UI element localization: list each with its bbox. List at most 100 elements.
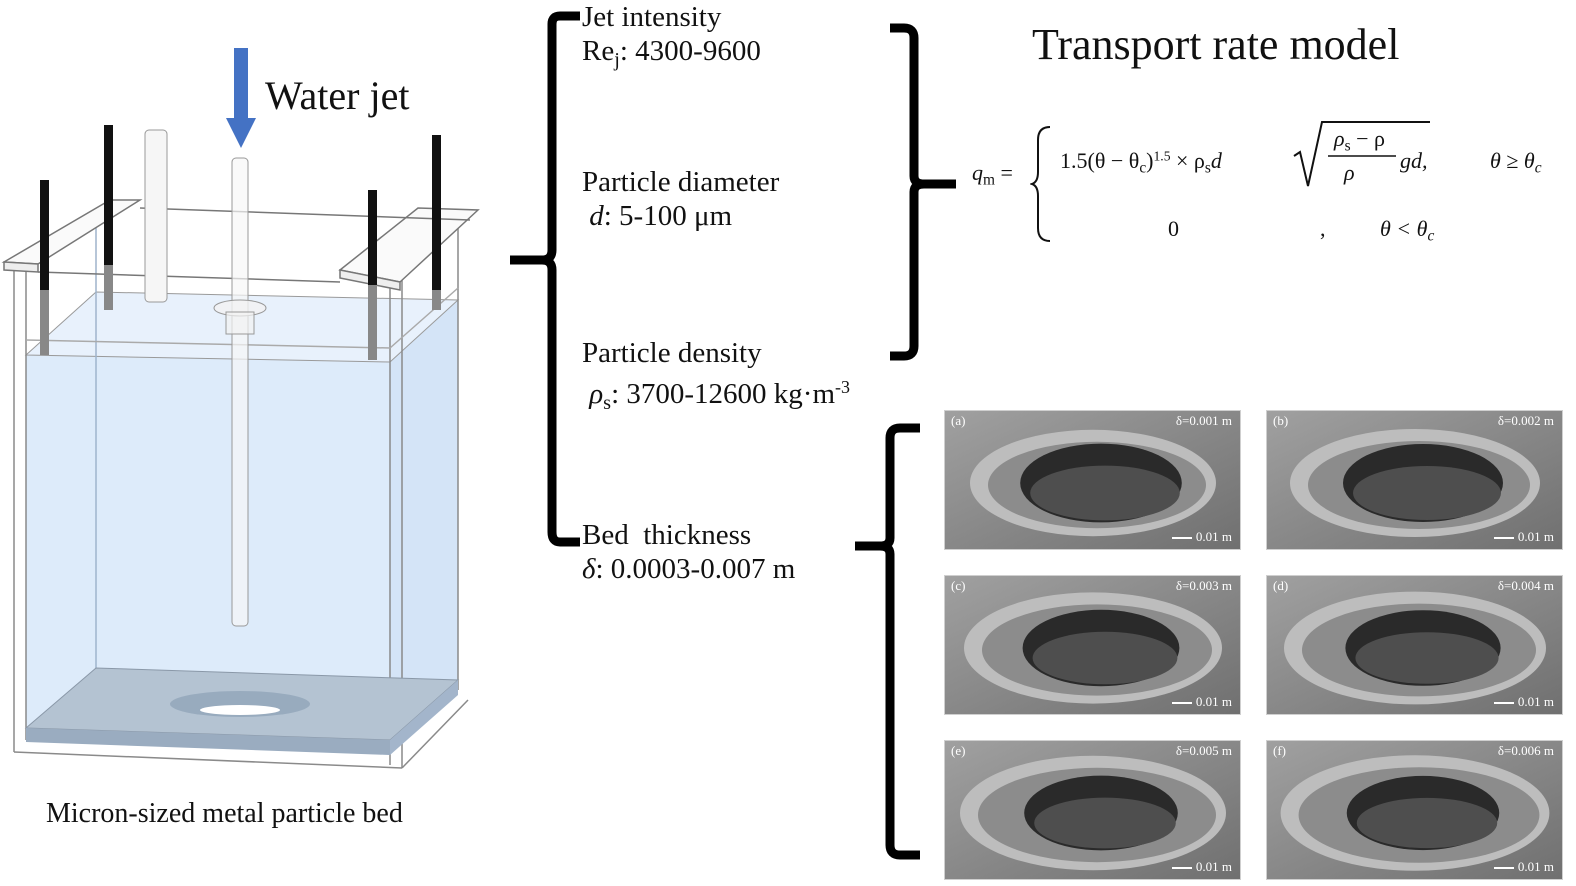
scale-bar: 0.01 m xyxy=(1171,859,1232,875)
apparatus-caption: Micron-sized metal particle bed xyxy=(46,798,403,829)
param-range-value: : 5-100 μm xyxy=(603,200,733,232)
lhs-symbol: q xyxy=(972,160,983,185)
param-symbol: d xyxy=(589,200,604,232)
param-range-value: : 0.0003-0.007 m xyxy=(595,553,796,585)
frac-denominator: ρ xyxy=(1344,160,1355,185)
panel-thickness: δ=0.004 m xyxy=(1497,578,1554,593)
panel-label: (a) xyxy=(951,413,966,428)
frac-num: ρ xyxy=(1334,126,1345,151)
threaded-rods xyxy=(40,125,441,360)
sqrt-sign xyxy=(1293,121,1430,187)
scour-hole-render xyxy=(1267,741,1562,879)
scale-bar: 0.01 m xyxy=(1493,529,1554,545)
param-symbol: ρ xyxy=(589,377,604,410)
formula-lhs: qm = xyxy=(972,160,1013,189)
particle-bed xyxy=(24,667,460,755)
scale-bar-label: 0.01 m xyxy=(1195,859,1232,874)
scale-bar-line xyxy=(1493,702,1514,705)
param-range: δ: 0.0003-0.007 m xyxy=(582,552,795,586)
images-brace xyxy=(855,423,920,860)
scale-bar-line xyxy=(1171,702,1192,705)
param-particle-diameter: Particle diameter d: 5-100 μm xyxy=(582,165,779,233)
scale-bar-label: 0.01 m xyxy=(1517,529,1554,544)
case1-cond: θ ≥ θ xyxy=(1490,148,1535,173)
param-name: Bed thickness xyxy=(582,519,752,551)
lhs-sub: m xyxy=(983,171,995,189)
param-symbol-sub: j xyxy=(614,49,620,72)
case1-condition: θ ≥ θc xyxy=(1490,148,1542,177)
param-range-value: : 3700-12600 kg·m xyxy=(611,377,836,410)
param-name: Particle density xyxy=(582,337,762,369)
frac-numerator: ρs − ρ xyxy=(1334,126,1385,155)
param-bed-thickness: Bed thickness δ: 0.0003-0.007 m xyxy=(582,518,795,586)
scour-hole-render xyxy=(945,411,1240,549)
scour-hole-render xyxy=(945,576,1240,714)
scale-bar-label: 0.01 m xyxy=(1195,694,1232,709)
scale-bar-line xyxy=(1493,867,1514,870)
model-title: Transport rate model xyxy=(1032,20,1400,69)
scour-image: (f) δ=0.006 m 0.01 m xyxy=(1266,740,1563,880)
panel-thickness: δ=0.002 m xyxy=(1497,413,1554,428)
scale-bar-label: 0.01 m xyxy=(1517,859,1554,874)
param-symbol: δ xyxy=(582,553,596,585)
panel-thickness: δ=0.001 m xyxy=(1175,413,1232,428)
apparatus-diagram xyxy=(1,48,480,769)
case1-mid: × ρ xyxy=(1170,148,1205,173)
scour-hole-render xyxy=(1267,576,1562,714)
case2-cond: θ < θ xyxy=(1380,216,1428,241)
jet-arrow-icon xyxy=(226,48,256,148)
case1-tail: gd, xyxy=(1400,148,1428,173)
scale-bar: 0.01 m xyxy=(1171,694,1232,710)
case1-expr: 1.5(θ − θ xyxy=(1060,148,1140,173)
param-range-value: : 4300-9600 xyxy=(619,35,761,67)
panel-label: (d) xyxy=(1273,578,1289,593)
param-jet-intensity: Jet intensity Rej: 4300-9600 xyxy=(582,0,761,77)
scour-image: (b) δ=0.002 m 0.01 m xyxy=(1266,410,1563,550)
scour-image: (c) δ=0.003 m 0.01 m xyxy=(944,575,1241,715)
param-range-sup: -3 xyxy=(835,377,850,397)
panel-label: (b) xyxy=(1273,413,1289,428)
scour-hole-render xyxy=(945,741,1240,879)
panel-thickness: δ=0.003 m xyxy=(1175,578,1232,593)
param-name: Particle diameter xyxy=(582,166,780,198)
case1-exp: 1.5 xyxy=(1153,148,1171,164)
formula-brace xyxy=(1030,126,1051,242)
panel-label: (e) xyxy=(951,743,966,758)
panel-thickness: δ=0.005 m xyxy=(1175,743,1232,758)
scale-bar-label: 0.01 m xyxy=(1517,694,1554,709)
panel-label: (f) xyxy=(1273,743,1286,758)
case2-condition: θ < θc xyxy=(1380,216,1435,245)
param-range: Rej: 4300-9600 xyxy=(582,34,761,77)
panel-label: (c) xyxy=(951,578,966,593)
frac-num-rest: − ρ xyxy=(1350,126,1385,151)
scale-bar: 0.01 m xyxy=(1493,859,1554,875)
param-range: ρs: 3700-12600 kg·m-3 xyxy=(582,370,850,420)
scale-bar: 0.01 m xyxy=(1171,529,1232,545)
panel-thickness: δ=0.006 m xyxy=(1497,743,1554,758)
right-brace xyxy=(890,23,956,361)
scour-image: (e) δ=0.005 m 0.01 m xyxy=(944,740,1241,880)
case2-comma: , xyxy=(1320,216,1326,241)
scour-hole-render xyxy=(1267,411,1562,549)
water-right-side xyxy=(390,300,458,755)
tank xyxy=(13,210,469,769)
param-range: d: 5-100 μm xyxy=(582,199,779,233)
scale-bar: 0.01 m xyxy=(1493,694,1554,710)
water-jet-label: Water jet xyxy=(265,73,410,118)
scale-bar-line xyxy=(1171,537,1192,540)
param-particle-density: Particle density ρs: 3700-12600 kg·m-3 xyxy=(582,336,850,420)
scale-bar-line xyxy=(1171,867,1192,870)
scour-image: (a) δ=0.001 m 0.01 m xyxy=(944,410,1241,550)
scour-image: (d) δ=0.004 m 0.01 m xyxy=(1266,575,1563,715)
param-name: Jet intensity xyxy=(582,1,722,33)
case2-value: 0 xyxy=(1168,216,1179,241)
pipes xyxy=(144,129,267,627)
transport-formula: qm = 1.5(θ − θc)1.5 × ρsd ρs − ρ ρ gd, θ… xyxy=(972,110,1576,250)
formula-case-1: 1.5(θ − θc)1.5 × ρsd xyxy=(1060,148,1222,177)
water-body xyxy=(26,355,390,755)
scale-bar-line xyxy=(1493,537,1514,540)
param-symbol-sub: s xyxy=(603,391,612,414)
param-symbol: Re xyxy=(582,35,615,67)
scale-bar-label: 0.01 m xyxy=(1195,529,1232,544)
left-brace xyxy=(510,11,580,547)
